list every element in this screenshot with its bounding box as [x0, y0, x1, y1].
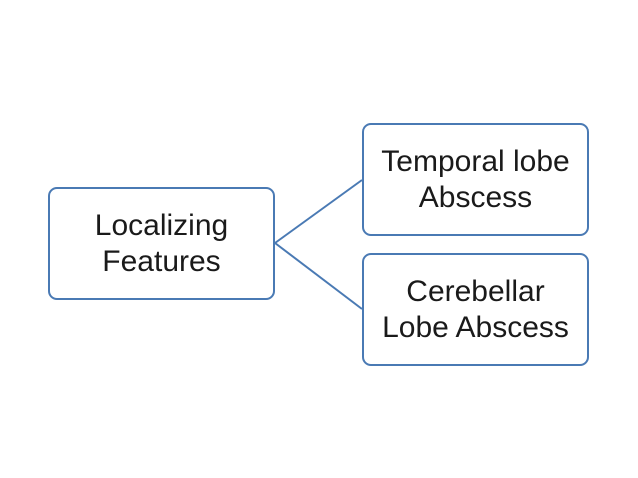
node-label-root: Localizing Features	[94, 208, 229, 278]
node-cerebellar-lobe-abscess: Cerebellar Lobe Abscess	[362, 253, 589, 366]
node-localizing-features: Localizing Features	[48, 187, 275, 300]
node-label-cerebellar: Cerebellar Lobe Abscess	[382, 274, 569, 344]
connector-root-to-temporal	[274, 179, 363, 244]
connector-root-to-cerebellar	[274, 242, 363, 310]
node-label-temporal: Temporal lobe Abscess	[381, 144, 570, 214]
node-temporal-lobe-abscess: Temporal lobe Abscess	[362, 123, 589, 236]
